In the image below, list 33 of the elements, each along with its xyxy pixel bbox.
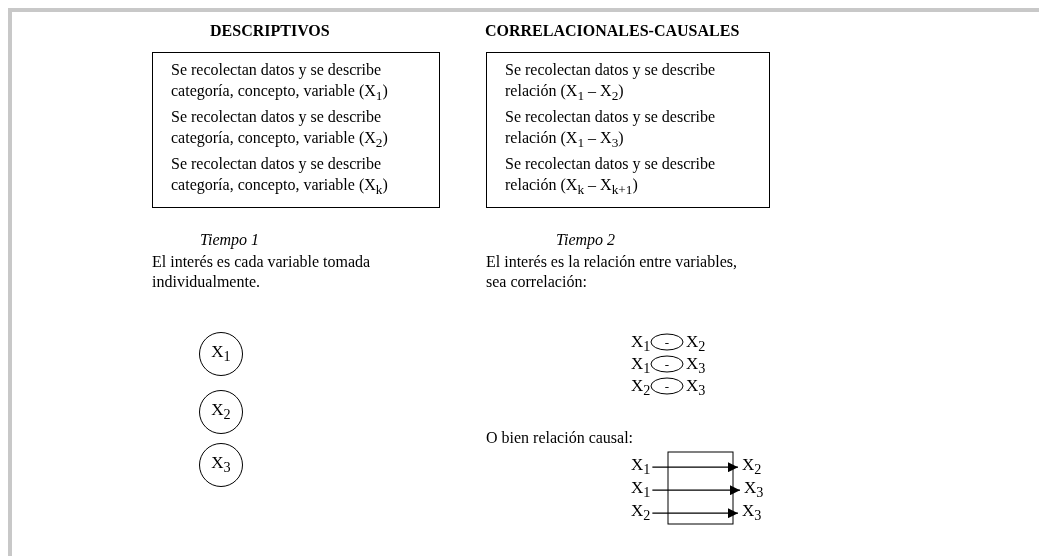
correlation-ellipse: - — [650, 333, 684, 351]
variable-label: X$_{3}$ — [744, 478, 764, 503]
correlation-ellipse: - — [650, 355, 684, 373]
variable-label: X$_{2}$ — [631, 376, 651, 401]
description-text: O bien relación causal: — [486, 428, 634, 448]
description-text: Se recolectan datos y se describe categoría, concepto, variable (X$_{1}$) — [171, 60, 389, 106]
description-text: El interés es cada variable tomada individualmente. — [152, 252, 372, 292]
variable-label: X$_{1}$ — [631, 455, 651, 480]
text-box — [486, 52, 770, 208]
variable-label: X$_{3}$ — [742, 501, 762, 526]
description-text: Se recolectan datos y se describe categoría, concepto, variable (X$_{k}$) — [171, 154, 389, 200]
variable-label: X$_{1}$ — [631, 354, 651, 379]
heading: CORRELACIONALES-CAUSALES — [485, 22, 740, 40]
text-box — [152, 52, 440, 208]
arrow — [651, 462, 739, 473]
heading: DESCRIPTIVOS — [210, 22, 330, 40]
variable-label: X$_{3}$ — [686, 376, 706, 401]
variable-label: X$_{1}$ — [631, 332, 651, 357]
time-caption: Tiempo 2 — [556, 231, 616, 249]
variable-label: X$_{2}$ — [686, 332, 706, 357]
correlation-ellipse: - — [650, 377, 684, 395]
variable-label: X$_{3}$ — [686, 354, 706, 379]
variable-label: X$_{1}$ — [631, 478, 651, 503]
arrow — [651, 485, 741, 496]
description-text: Se recolectan datos y se describe relación (X$_{1}$ – X$_{3}$) — [505, 107, 717, 153]
variable-label: X$_{2}$ — [742, 455, 762, 480]
description-text: Se recolectan datos y se describe relación (X$_{1}$ – X$_{2}$) — [505, 60, 717, 106]
description-text: Se recolectan datos y se describe relación (X$_{k}$ – X$_{k+1}$) — [505, 154, 717, 200]
time-caption: Tiempo 1 — [200, 231, 260, 249]
variable-label: X$_{2}$ — [631, 501, 651, 526]
description-text: El interés es la relación entre variables, sea correlación: — [486, 252, 738, 292]
description-text: Se recolectan datos y se describe categoría, concepto, variable (X$_{2}$) — [171, 107, 389, 153]
arrow — [651, 508, 739, 519]
